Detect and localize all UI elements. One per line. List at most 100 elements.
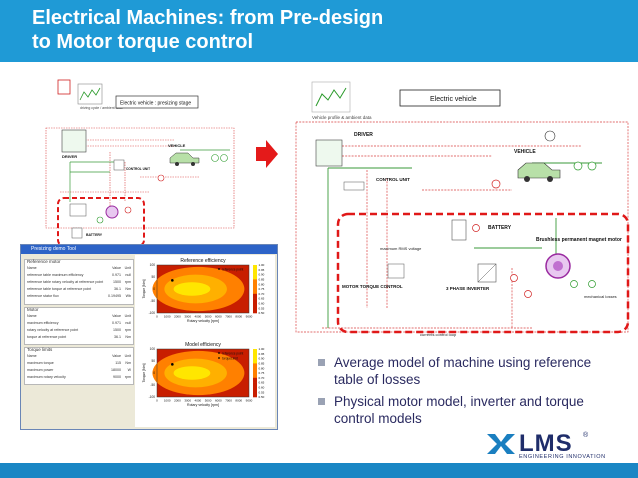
- section-motor: Motor Name Value Unit maximum efficiency…: [24, 307, 134, 345]
- colorbar-segment: [253, 274, 257, 280]
- table-cell[interactable]: 18000: [111, 368, 121, 372]
- large-driver-label: DRIVER: [354, 132, 373, 138]
- table-cell: maximum power: [27, 368, 54, 372]
- table-cell[interactable]: 0.971: [112, 321, 121, 325]
- x-tick-label: 4000: [195, 399, 202, 403]
- large-control-unit-label: CONTROL UNIT: [376, 177, 410, 182]
- lms-registered-mark: ®: [583, 432, 589, 439]
- title-bar: Electrical Machines: from Pre-design to …: [0, 0, 638, 62]
- large-green-wires: [327, 162, 602, 328]
- table-cell[interactable]: 36.1: [114, 335, 121, 339]
- colorbar-segment: [253, 382, 257, 388]
- window-title: Presizing demo Tool: [31, 246, 76, 252]
- x-tick-label: 2000: [174, 315, 181, 319]
- colorbar-segment: [253, 392, 257, 398]
- x-tick-label: 8000: [235, 315, 242, 319]
- table-cell: rpm: [124, 328, 131, 332]
- col-header: Unit: [124, 354, 131, 358]
- large-currents-loop-label: currents control loop: [420, 332, 457, 337]
- colorbar-tick-label: 0.50: [259, 395, 265, 399]
- x-tick-label: 0: [156, 399, 158, 403]
- x-tick-label: 7000: [225, 315, 232, 319]
- section-caption: Torque limits: [27, 347, 53, 352]
- section-caption: Reference motor: [27, 259, 61, 264]
- x-tick-label: 3000: [184, 399, 191, 403]
- lms-logo: LMS ® ENGINEERING INNOVATION: [487, 430, 627, 462]
- colorbar-tick-label: 1.00: [259, 347, 265, 351]
- colorbar-tick-label: 0.95: [259, 268, 265, 272]
- x-tick-label: 8000: [235, 399, 242, 403]
- plot-frame: [156, 264, 250, 314]
- table-cell: torque at reference point: [27, 335, 67, 339]
- x-axis-label: Rotary velocity [rpm]: [187, 319, 219, 323]
- legend-marker: [218, 352, 220, 354]
- lms-logo-mark-icon: [487, 434, 515, 454]
- colorbar-tick-label: 0.55: [259, 306, 265, 310]
- small-driving-cycle-label: driving cycle / ambient data: [80, 106, 122, 110]
- colorbar-tick-label: 0.75: [259, 371, 265, 375]
- large-title-text: Electric vehicle: [430, 96, 477, 103]
- presizing-diagram: driving cycle / ambient data Electric ve…: [45, 79, 235, 244]
- x-tick-label: 1000: [164, 315, 171, 319]
- colorbar-segment: [253, 358, 257, 364]
- colorbar-segment: [253, 298, 257, 304]
- presizing-tool-window[interactable]: Presizing demo Tool Reference motor Name…: [20, 244, 278, 430]
- table-cell: rotary velocity at reference point: [27, 328, 79, 332]
- heatmap-band-high: [173, 282, 211, 296]
- small-control-unit: [113, 159, 125, 171]
- colorbar-segment: [253, 279, 257, 285]
- small-wires: [45, 127, 235, 229]
- table-cell: maximum rotary velocity: [27, 375, 66, 379]
- colorbar-segment: [253, 353, 257, 359]
- table-cell[interactable]: 9000: [113, 375, 121, 379]
- plot-frame: [156, 348, 250, 398]
- table-cell: Nm: [125, 335, 131, 339]
- y-tick-label: -100: [149, 311, 156, 315]
- driving-cycle-block: driving cycle / ambient data: [57, 79, 122, 110]
- large-torque-control-label: MOTOR TORQUE CONTROL: [342, 284, 403, 289]
- table-cell[interactable]: 115: [115, 361, 121, 365]
- table-cell[interactable]: 36.1: [114, 287, 121, 291]
- x-tick-label: 4000: [195, 315, 202, 319]
- y-tick-label: -50: [150, 299, 155, 303]
- x-tick-label: 6000: [215, 315, 222, 319]
- bullet-2: Physical motor model, inverter and torqu…: [318, 393, 618, 427]
- colorbar-segment: [253, 265, 257, 271]
- colorbar-tick-label: 0.85: [259, 278, 265, 282]
- large-control-unit: [343, 181, 365, 191]
- slide-title-line1: Electrical Machines: from Pre-design: [32, 7, 384, 29]
- x-tick-label: 9000: [246, 315, 253, 319]
- table-cell[interactable]: 0.19495: [108, 294, 121, 298]
- col-header: Unit: [124, 266, 131, 270]
- table-cell[interactable]: 0.971: [112, 273, 121, 277]
- y-axis-label: Torque [Nm]: [142, 363, 146, 382]
- y-axis-label: Torque [Nm]: [142, 279, 146, 298]
- large-inverter-label: 3 PHASE INVERTER: [446, 286, 490, 291]
- small-vehicle-icon: [169, 152, 200, 164]
- bullet-square-icon: [318, 359, 325, 366]
- table-cell[interactable]: 1500: [113, 328, 121, 332]
- table-cell: reference table maximum efficiency: [27, 273, 84, 277]
- small-motor-icon: [105, 205, 119, 219]
- legend-entry: reference point: [222, 352, 243, 356]
- x-tick-label: 0: [156, 315, 158, 319]
- colorbar-tick-label: 1.00: [259, 263, 265, 267]
- large-title-box: [399, 89, 501, 107]
- large-battery-label: BATTERY: [488, 225, 512, 231]
- colorbar-tick-label: 0.70: [259, 292, 265, 296]
- table-cell[interactable]: 1500: [113, 280, 121, 284]
- section-reference-motor: Reference motor Name Value Unit referenc…: [24, 259, 134, 305]
- x-tick-label: 3000: [184, 315, 191, 319]
- colorbar-tick-label: 0.80: [259, 282, 265, 286]
- colorbar-tick-label: 0.90: [259, 273, 265, 277]
- x-tick-label: 5000: [205, 315, 212, 319]
- colorbar-segment: [253, 387, 257, 393]
- large-electric-subsystem: [336, 212, 630, 334]
- legend-marker: [218, 357, 220, 359]
- reference-point-marker: [171, 363, 174, 366]
- bullet-2-line1: Physical motor model, inverter and torqu…: [334, 394, 584, 409]
- small-electric-subsystem: [57, 197, 145, 244]
- lms-logo-text: LMS: [519, 430, 573, 457]
- colorbar-tick-label: 0.60: [259, 302, 265, 306]
- large-driving-cycle-block: Vehicle profile & ambient data: [311, 81, 372, 120]
